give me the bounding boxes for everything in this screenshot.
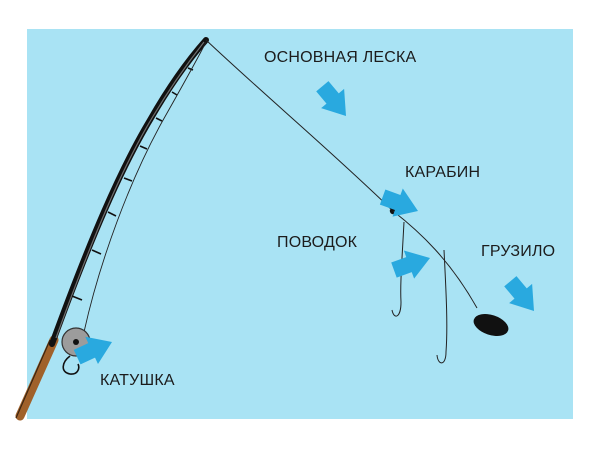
rod-handle-outline — [15, 339, 51, 419]
label-snap: КАРАБИН — [405, 164, 481, 181]
rod-guides — [71, 67, 194, 301]
label-sinker: ГРУЗИЛО — [481, 243, 556, 260]
rod-blank — [49, 37, 209, 347]
label-main-line: ОСНОВНАЯ ЛЕСКА — [264, 49, 417, 66]
rod-blank-highlight — [55, 41, 205, 339]
sinker — [473, 313, 509, 337]
rod-handle — [15, 335, 59, 421]
label-leader: ПОВОДОК — [277, 234, 358, 251]
background-panel — [27, 29, 573, 419]
main-line — [205, 39, 394, 212]
line-to-sinker — [392, 210, 478, 309]
label-reel: КАТУШКА — [100, 372, 175, 389]
line-along-rod — [83, 41, 207, 333]
